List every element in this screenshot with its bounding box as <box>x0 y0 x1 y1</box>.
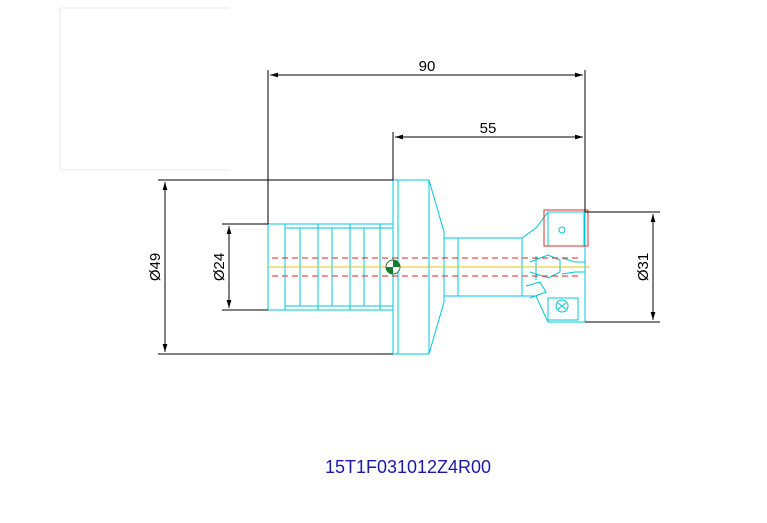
dimensions <box>158 70 660 355</box>
screw-icon <box>555 299 569 313</box>
dimension-overall-length: 90 <box>419 58 436 75</box>
part-number: 15T1F031012Z4R00 <box>325 457 491 477</box>
dimension-cutting-diameter: Ø31 <box>635 253 652 281</box>
page-frame <box>59 7 230 171</box>
insert-bottom <box>547 297 579 321</box>
dimension-flange-diameter: Ø49 <box>147 253 164 281</box>
dimension-head-length: 55 <box>480 120 497 137</box>
center-of-mass-icon <box>385 259 401 275</box>
insert-highlight <box>543 209 589 247</box>
center-lines <box>268 257 590 277</box>
insert-top <box>547 211 585 247</box>
dimension-shank-diameter: Ø24 <box>211 253 228 281</box>
